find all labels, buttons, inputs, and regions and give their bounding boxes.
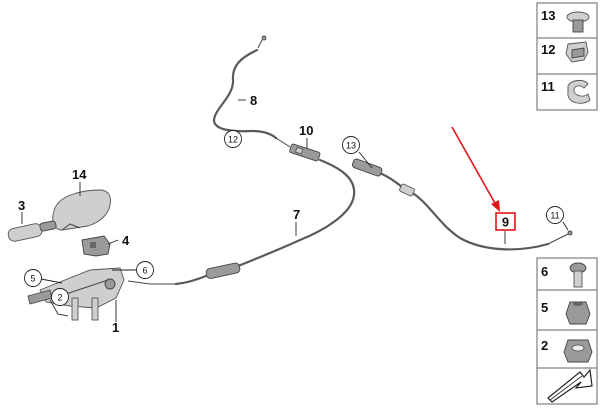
- panel-item-2[interactable]: 2: [541, 338, 593, 363]
- svg-text:11: 11: [550, 211, 559, 221]
- panel-item-13[interactable]: 13: [541, 8, 590, 33]
- svg-text:5: 5: [30, 274, 35, 284]
- panel-item-12[interactable]: 12: [541, 41, 589, 63]
- connector-10[interactable]: [289, 143, 321, 162]
- svg-text:12: 12: [228, 135, 238, 145]
- part-1-handbrake-assembly[interactable]: [27, 267, 125, 321]
- panel-item-11[interactable]: 11: [541, 79, 591, 104]
- svg-text:2: 2: [57, 293, 62, 303]
- svg-text:11: 11: [541, 79, 555, 94]
- label-7: 7: [293, 207, 300, 222]
- highlight-arrow: [451, 126, 500, 212]
- callout-13: 13: [342, 136, 360, 154]
- cable-9[interactable]: [351, 158, 573, 251]
- svg-text:13: 13: [346, 141, 356, 151]
- part-4-bracket[interactable]: [81, 235, 111, 257]
- panel-item-5[interactable]: 5: [541, 300, 591, 325]
- callout-5: 5: [24, 269, 63, 287]
- panel-item-6[interactable]: 6: [541, 262, 587, 288]
- label-3: 3: [18, 198, 25, 213]
- highlighted-part-9[interactable]: 9: [495, 212, 516, 231]
- side-panel-bottom: 6 5 2: [536, 257, 598, 405]
- label-9: 9: [502, 215, 509, 230]
- callout-6: 6: [112, 261, 154, 279]
- direction-arrow-icon: [547, 368, 593, 403]
- leader-13: [358, 151, 373, 169]
- svg-text:13: 13: [541, 8, 555, 23]
- callout-11: 11: [546, 206, 564, 224]
- part-3-rod[interactable]: [7, 220, 57, 242]
- svg-text:6: 6: [541, 264, 548, 279]
- label-10: 10: [299, 123, 313, 138]
- leader-4: [107, 239, 119, 245]
- callout-2: 2: [51, 288, 69, 306]
- label-8: 8: [250, 93, 257, 108]
- label-4: 4: [122, 233, 130, 248]
- leader-11: [562, 221, 569, 231]
- svg-text:5: 5: [541, 300, 548, 315]
- label-1: 1: [112, 320, 119, 335]
- svg-text:12: 12: [541, 42, 555, 57]
- side-panel-top: 13 12 11: [536, 2, 598, 111]
- callout-12: 12: [224, 130, 242, 148]
- cable-7[interactable]: [127, 158, 356, 286]
- svg-text:2: 2: [541, 338, 548, 353]
- part-14-lever-grip[interactable]: [52, 189, 111, 231]
- svg-text:6: 6: [142, 266, 147, 276]
- label-14: 14: [72, 167, 87, 182]
- cable-8[interactable]: [212, 35, 291, 148]
